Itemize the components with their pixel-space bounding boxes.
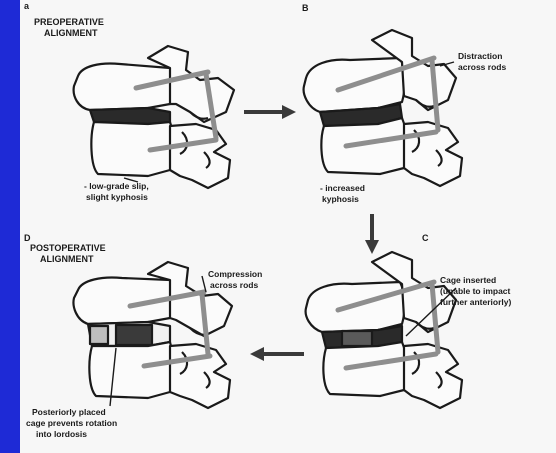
- panel-c-note-line3: further anteriorly): [440, 298, 511, 307]
- panel-c-note-line1: Cage inserted: [440, 276, 496, 285]
- arrow-a-to-b: [244, 105, 296, 119]
- panel-a-heading-line2: ALIGNMENT: [44, 29, 98, 38]
- panel-d-heading-line1: POSTOPERATIVE: [30, 244, 106, 253]
- panel-a-vertebrae: [74, 46, 234, 188]
- panel-a-caption-line2: slight kyphosis: [86, 193, 148, 202]
- panel-b-note-line2: across rods: [458, 63, 506, 72]
- panel-b-letter: B: [302, 4, 309, 13]
- panel-c-note-line2: (unable to impact: [440, 287, 510, 296]
- arrow-c-to-d: [250, 347, 304, 361]
- panel-d-note-line2: across rods: [210, 281, 258, 290]
- panel-c-letter: C: [422, 234, 429, 243]
- panel-a-heading-line1: PREOPERATIVE: [34, 18, 104, 27]
- panel-a-caption-line1: - low-grade slip,: [84, 182, 149, 191]
- panel-d-heading-line2: ALIGNMENT: [40, 255, 94, 264]
- panel-b-caption-line1: - increased: [320, 184, 365, 193]
- panel-d-caption-line2: cage prevents rotation: [26, 419, 117, 428]
- panel-b-note-line1: Distraction: [458, 52, 502, 61]
- panel-b-caption-line2: kyphosis: [322, 195, 359, 204]
- panel-d-caption-line1: Posteriorly placed: [32, 408, 106, 417]
- panel-a-letter: a: [24, 2, 29, 11]
- figure-panel: a PREOPERATIVE ALIGNMENT - low-grade sli…: [20, 0, 556, 453]
- arrow-b-to-c: [365, 214, 379, 254]
- panel-d-note-line1: Compression: [208, 270, 262, 279]
- panel-d-caption-line3: into lordosis: [36, 430, 87, 439]
